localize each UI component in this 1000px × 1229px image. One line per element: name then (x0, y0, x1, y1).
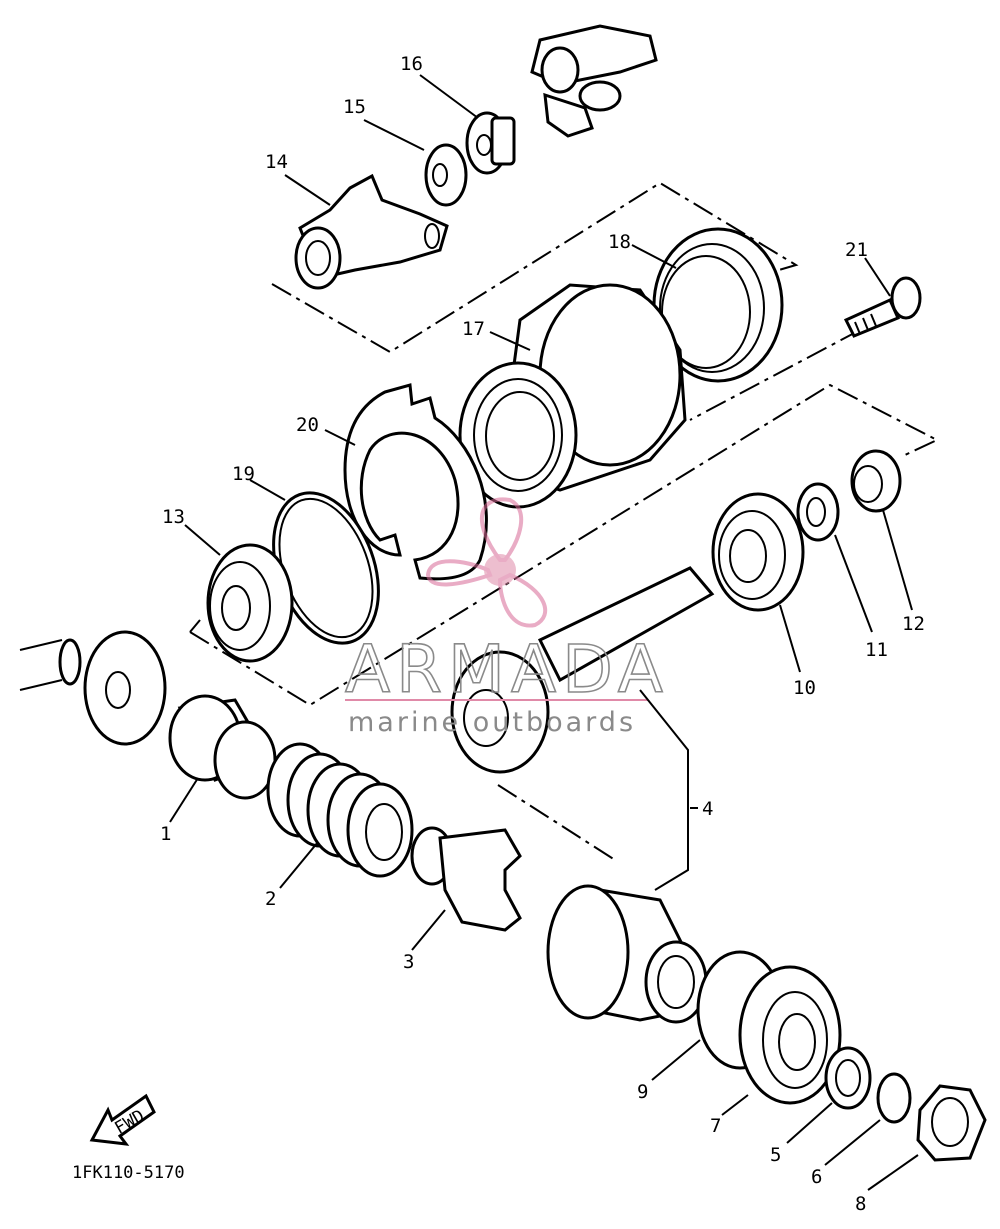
callout-3: 3 (403, 951, 414, 973)
part-18-sleeve (652, 227, 784, 383)
part-3-clutch-dog (410, 826, 522, 932)
part-14-yoke (294, 173, 449, 290)
callout-6: 6 (811, 1166, 822, 1188)
part-10-bearing (711, 492, 805, 612)
callout-13: 13 (162, 506, 185, 528)
fwd-arrow: FWD (89, 1093, 156, 1146)
callout-20: 20 (296, 414, 319, 436)
part-13-bearing (206, 543, 294, 663)
watermark-tagline: marine outboards (348, 707, 636, 738)
part-5-washer (824, 1046, 872, 1110)
part-16-nut (465, 111, 516, 175)
callout-21: 21 (845, 239, 868, 261)
universal-joint (530, 24, 658, 138)
part-12-seal (850, 449, 902, 513)
callout-16: 16 (400, 53, 423, 75)
part-7-bearing (738, 965, 842, 1105)
part-17-housing (458, 283, 687, 509)
part-8-nut (916, 1084, 987, 1162)
drive-shaft-end (19, 638, 82, 691)
callout-1: 1 (160, 823, 171, 845)
watermark: ARMADA marine outboards (344, 497, 669, 738)
callout-17: 17 (462, 318, 485, 340)
callout-5: 5 (770, 1144, 781, 1166)
callout-18: 18 (608, 231, 631, 253)
callout-10: 10 (793, 677, 816, 699)
leader-lines (169, 74, 919, 1191)
watermark-brand: ARMADA (345, 631, 669, 708)
part-20-plate (343, 383, 488, 581)
callout-2: 2 (265, 888, 276, 910)
callout-11: 11 (865, 639, 888, 661)
callout-4: 4 (702, 798, 713, 820)
callout-labels: 16 15 14 18 21 17 20 19 13 12 11 10 4 1 … (160, 53, 925, 1215)
part-21-bolt (843, 276, 922, 338)
callout-19: 19 (232, 463, 255, 485)
callout-9: 9 (637, 1081, 648, 1103)
group-outlines (189, 181, 940, 861)
part-4-pinion-shaft (450, 566, 715, 774)
callout-12: 12 (902, 613, 925, 635)
seal-left (83, 630, 167, 746)
callout-14: 14 (265, 151, 288, 173)
part-4-gear (546, 884, 708, 1024)
part-1-bushing (168, 694, 277, 800)
callout-15: 15 (343, 96, 366, 118)
part-2-spring (266, 742, 414, 878)
diagram-code: 1FK110-5170 (72, 1163, 185, 1183)
part-6-lockwasher (876, 1072, 912, 1124)
part-15-washer (424, 143, 468, 207)
callout-8: 8 (855, 1193, 866, 1215)
callout-7: 7 (710, 1115, 721, 1137)
watermark-propeller-logo (425, 497, 548, 628)
part-11-shim (796, 482, 840, 542)
